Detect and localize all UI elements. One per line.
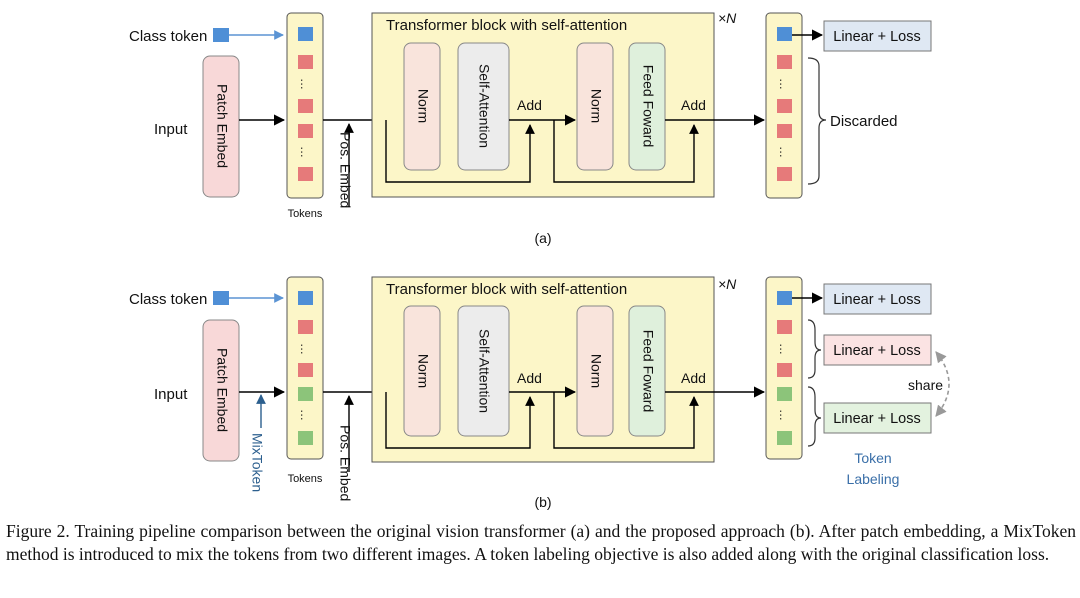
- linear-loss-pink-box: [823, 334, 932, 366]
- diagram-a: Class token Input Patch Embed … … Tokens…: [129, 10, 932, 246]
- norm-box-1: [403, 305, 441, 437]
- token-patch-mixed: [298, 431, 313, 445]
- subfigure-label-a: (a): [534, 230, 551, 246]
- figure-caption: Figure 2. Training pipeline comparison b…: [6, 521, 1076, 564]
- linear-loss-cls-label: Linear + Loss: [833, 292, 920, 308]
- norm-box-2: [576, 42, 614, 171]
- linear-loss-cls-box: [823, 283, 932, 315]
- token-patch: [298, 124, 313, 138]
- token-ellipsis: …: [298, 409, 312, 421]
- token-patch: [298, 167, 313, 181]
- token-patch: [298, 320, 313, 334]
- token-ellipsis: …: [777, 343, 791, 355]
- patch-embed-label: Patch Embed: [214, 348, 230, 432]
- repeat-n-label: ×N: [718, 276, 737, 292]
- linear-loss-green-label: Linear + Loss: [833, 411, 920, 427]
- patch-embed-box: [202, 319, 240, 462]
- class-token-label: Class token: [129, 28, 207, 45]
- add-label-2: Add: [681, 370, 706, 386]
- norm-label-1: Norm: [415, 89, 431, 123]
- residual-2: [553, 120, 699, 183]
- token-ellipsis: …: [777, 78, 791, 90]
- patch-embed-label: Patch Embed: [214, 84, 230, 168]
- linear-loss-label: Linear + Loss: [833, 29, 920, 45]
- feed-forward-label: Feed Foward: [640, 65, 656, 147]
- linear-loss-box: [823, 20, 932, 52]
- self-attention-label: Self-Attention: [476, 64, 492, 148]
- feed-forward-box: [628, 42, 666, 171]
- pos-embed-label: Pos. Embed: [337, 132, 353, 208]
- share-label: share: [908, 377, 943, 393]
- block-title: Transformer block with self-attention: [386, 17, 627, 34]
- tokens-label: Tokens: [288, 208, 323, 220]
- linear-loss-green-box: [823, 402, 932, 434]
- norm-label-2: Norm: [588, 89, 604, 123]
- discarded-brace: [807, 57, 827, 185]
- mixtoken-label: MixToken: [249, 433, 265, 492]
- feed-forward-box: [628, 305, 666, 437]
- repeat-n-label: ×N: [718, 10, 737, 26]
- residual-1: [385, 392, 535, 449]
- token-labeling-label-1: Token: [854, 450, 891, 466]
- norm-box-1: [403, 42, 441, 171]
- class-token-label: Class token: [129, 291, 207, 308]
- patch-embed-box: [202, 55, 240, 198]
- self-attention-box: [457, 305, 510, 437]
- token-ellipsis: …: [298, 343, 312, 355]
- pos-embed-label: Pos. Embed: [337, 425, 353, 501]
- norm-box-2: [576, 305, 614, 437]
- output-token-patch: [777, 55, 792, 69]
- subfigure-label-b: (b): [534, 494, 551, 510]
- token-patch: [298, 363, 313, 377]
- feed-forward-label: Feed Foward: [640, 330, 656, 412]
- token-ellipsis: …: [298, 146, 312, 158]
- token-patch: [298, 99, 313, 113]
- add-label-1: Add: [517, 370, 542, 386]
- output-token-patch-mixed: [777, 387, 792, 401]
- self-attention-label: Self-Attention: [476, 329, 492, 413]
- output-token-patch: [777, 320, 792, 334]
- token-ellipsis: …: [777, 146, 791, 158]
- input-label: Input: [154, 121, 188, 138]
- output-token-class: [777, 27, 792, 41]
- green-token-brace: [807, 386, 822, 447]
- output-token-patch: [777, 363, 792, 377]
- pink-token-brace: [807, 319, 822, 379]
- class-token-square: [213, 28, 229, 42]
- diagram-b: Class token Input Patch Embed MixToken ……: [129, 276, 950, 510]
- self-attention-box: [457, 42, 510, 171]
- output-token-patch: [777, 99, 792, 113]
- output-token-class: [777, 291, 792, 305]
- class-token-square: [213, 291, 229, 305]
- token-patch: [298, 55, 313, 69]
- token-ellipsis: …: [777, 409, 791, 421]
- norm-label-1: Norm: [415, 354, 431, 388]
- output-token-patch-mixed: [777, 431, 792, 445]
- token-ellipsis: …: [298, 78, 312, 90]
- share-arrow: [935, 351, 950, 417]
- norm-label-2: Norm: [588, 354, 604, 388]
- output-token-patch: [777, 124, 792, 138]
- token-class: [298, 27, 313, 41]
- tokens-label: Tokens: [288, 473, 323, 485]
- add-label-2: Add: [681, 97, 706, 113]
- input-label: Input: [154, 386, 188, 403]
- block-title: Transformer block with self-attention: [386, 281, 627, 298]
- residual-2: [553, 392, 699, 449]
- pipeline-diagram: Class token Input Patch Embed … … Tokens…: [129, 10, 950, 510]
- add-label-1: Add: [517, 97, 542, 113]
- token-labeling-label-2: Labeling: [847, 471, 900, 487]
- token-patch-mixed: [298, 387, 313, 401]
- residual-1: [385, 120, 535, 183]
- output-token-patch: [777, 167, 792, 181]
- discarded-label: Discarded: [830, 113, 898, 130]
- linear-loss-pink-label: Linear + Loss: [833, 343, 920, 359]
- token-class: [298, 291, 313, 305]
